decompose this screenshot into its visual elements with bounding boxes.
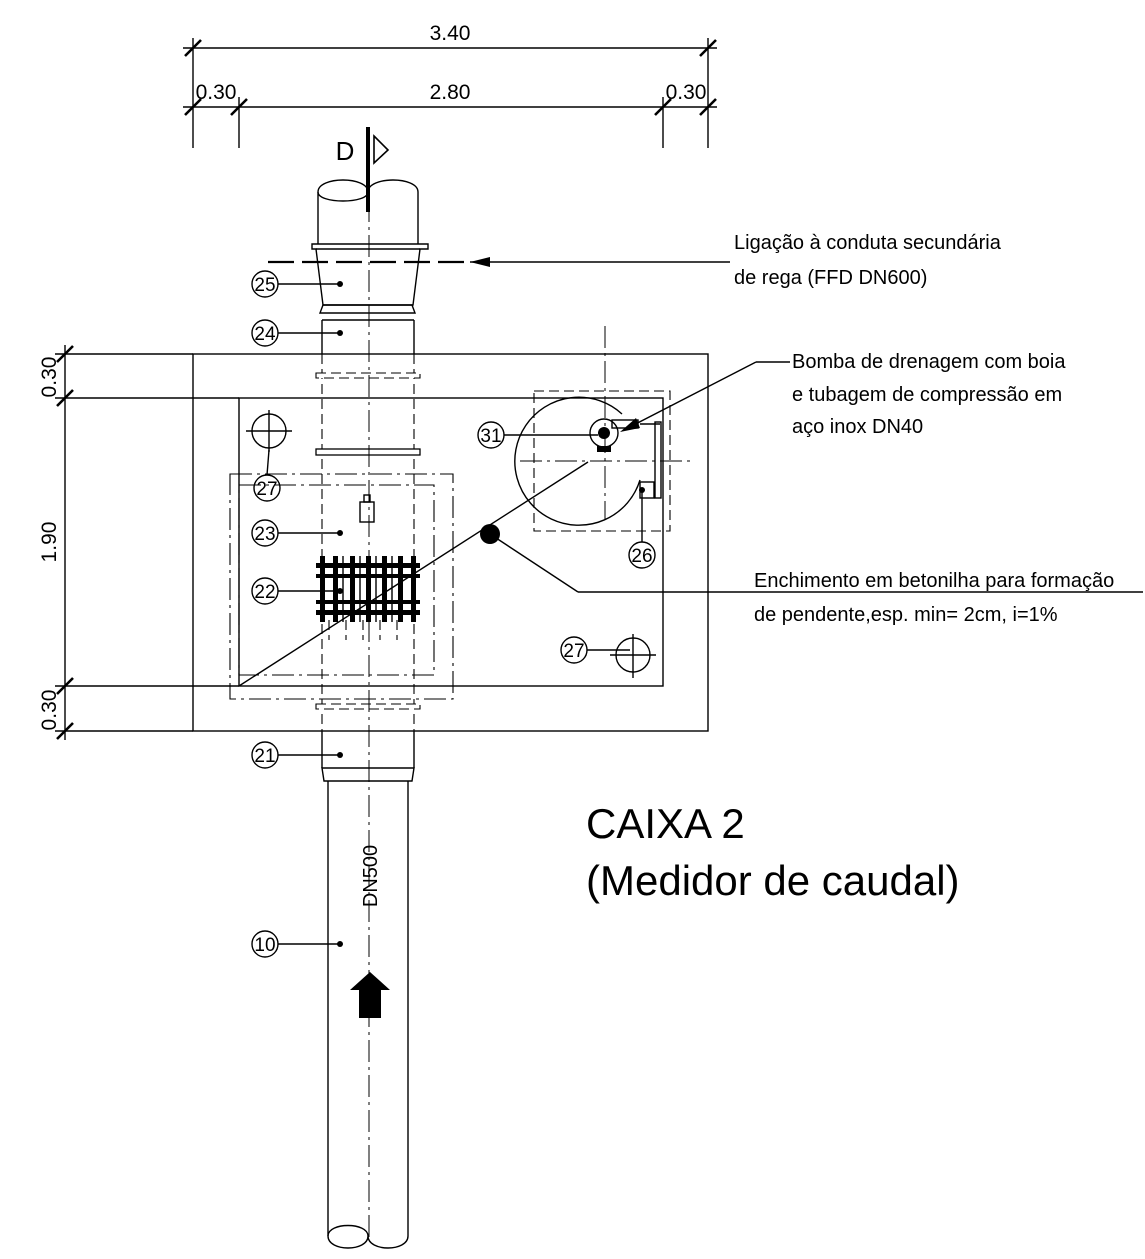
note-screed: Enchimento em betonilha para formação de… (754, 570, 1114, 626)
lower-pipe: DN500 (321, 731, 415, 1249)
svg-text:27: 27 (256, 479, 277, 500)
dim-overall-width: 3.40 (430, 22, 471, 45)
svg-text:e tubagem de compressão em: e tubagem de compressão em (792, 384, 1062, 406)
svg-text:de pendente,esp. min= 2cm, i=: de pendente,esp. min= 2cm, i=1% (754, 604, 1058, 626)
upper-pipe (268, 179, 730, 354)
callout-25: 25 (251, 270, 343, 298)
callout-10: 10 (251, 930, 343, 958)
flow-meter (316, 556, 420, 640)
callout-31: 31 (477, 421, 598, 449)
svg-text:aço inox DN40: aço inox DN40 (792, 416, 923, 438)
callout-23: 23 (251, 519, 343, 547)
section-marker: D (336, 127, 390, 212)
callout-21: 21 (251, 741, 343, 769)
svg-text:24: 24 (254, 324, 276, 345)
title-line-2: (Medidor de caudal) (586, 857, 960, 904)
note-connection: Ligação à conduta secundária de rega (FF… (734, 232, 1002, 289)
title-line-1: CAIXA 2 (586, 800, 745, 847)
svg-text:Bomba de drenagem com boia: Bomba de drenagem com boia (792, 351, 1066, 373)
dim-inner-height: 1.90 (38, 522, 61, 563)
callouts: 25 24 31 27 23 22 (251, 270, 656, 958)
svg-text:21: 21 (254, 746, 275, 767)
svg-text:31: 31 (480, 426, 501, 447)
svg-text:Ligação à conduta secundária: Ligação à conduta secundária (734, 232, 1002, 254)
pipe-diameter-label: DN500 (360, 845, 382, 907)
svg-text:26: 26 (631, 546, 652, 567)
note-pump: Bomba de drenagem com boia e tubagem de … (792, 351, 1066, 438)
svg-text:Enchimento em betonilha para f: Enchimento em betonilha para formação (754, 570, 1114, 592)
svg-text:22: 22 (254, 582, 275, 603)
svg-text:10: 10 (254, 935, 275, 956)
callout-27-bottom: 27 (560, 636, 630, 664)
svg-text:27: 27 (563, 641, 584, 662)
callout-24: 24 (251, 319, 343, 347)
dim-top-wall: 0.30 (38, 357, 61, 398)
callout-22: 22 (251, 577, 343, 605)
dim-right-wall: 0.30 (666, 81, 707, 104)
callout-26: 26 (628, 487, 656, 569)
dim-inner-width: 2.80 (430, 81, 471, 104)
top-dimensions: 3.40 0.30 2.80 0.30 (183, 22, 717, 148)
left-dimensions: 0.30 1.90 0.30 (38, 345, 239, 740)
section-marker-label: D (336, 136, 355, 166)
dim-left-wall: 0.30 (196, 81, 237, 104)
svg-text:25: 25 (254, 275, 275, 296)
callout-27-top: 27 (253, 449, 281, 502)
drainage-pump (514, 326, 690, 532)
svg-text:de rega (FFD DN600): de rega (FFD DN600) (734, 267, 927, 289)
dim-bottom-wall: 0.30 (38, 690, 61, 731)
svg-text:23: 23 (254, 524, 275, 545)
meter-chamber (192, 326, 1143, 732)
drawing-title: CAIXA 2 (Medidor de caudal) (586, 800, 960, 904)
